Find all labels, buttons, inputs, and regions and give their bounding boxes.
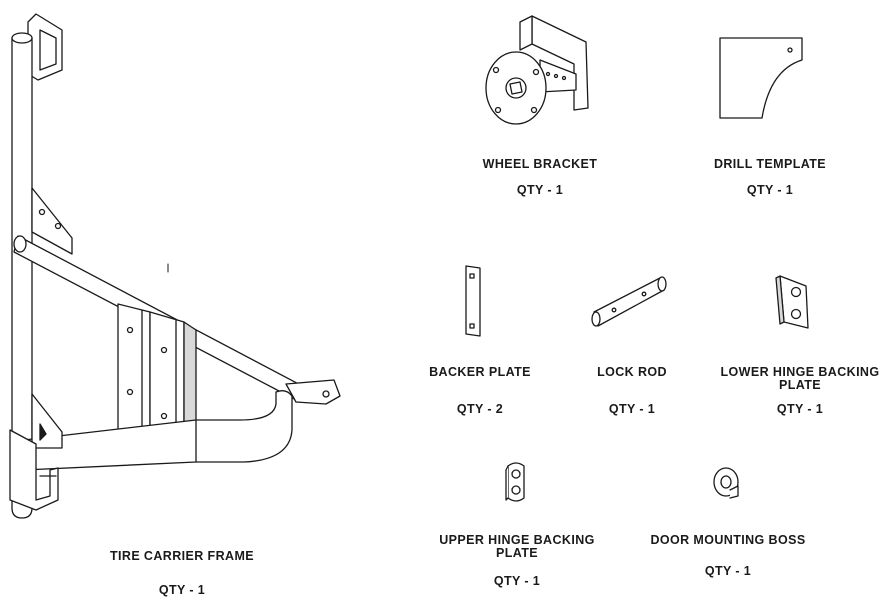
wheel-bracket-qty: QTY - 1 <box>516 183 564 197</box>
tire-carrier-frame-qty: QTY - 1 <box>158 583 206 597</box>
drill-template-label: DRILL TEMPLATE <box>713 157 827 171</box>
drill-template-drawing <box>719 37 803 119</box>
lower-hinge-backing-plate-label-line2: PLATE <box>778 378 822 392</box>
tire-carrier-frame-drawing <box>9 13 341 519</box>
wheel-bracket-drawing <box>485 15 589 125</box>
lock-rod-qty: QTY - 1 <box>608 402 656 416</box>
backer-plate-qty: QTY - 2 <box>456 402 504 416</box>
upper-hinge-backing-plate-qty: QTY - 1 <box>493 574 541 588</box>
lock-rod-label: LOCK ROD <box>597 365 667 379</box>
lower-hinge-backing-plate-label: LOWER HINGE BACKING <box>720 365 880 379</box>
backer-plate-drawing <box>465 265 481 337</box>
upper-hinge-backing-plate-drawing <box>505 462 525 502</box>
upper-hinge-backing-plate-label: UPPER HINGE BACKING <box>439 533 595 547</box>
lower-hinge-backing-plate-qty: QTY - 1 <box>776 402 824 416</box>
tire-carrier-frame-label: TIRE CARRIER FRAME <box>109 549 254 563</box>
drill-template-qty: QTY - 1 <box>746 183 794 197</box>
wheel-bracket-label: WHEEL BRACKET <box>482 157 598 171</box>
upper-hinge-backing-plate-label-line2: PLATE <box>495 546 539 560</box>
door-mounting-boss-drawing <box>713 467 739 499</box>
lower-hinge-backing-plate-drawing <box>775 275 809 329</box>
lock-rod-drawing <box>591 276 667 327</box>
backer-plate-label: BACKER PLATE <box>429 365 531 379</box>
door-mounting-boss-qty: QTY - 1 <box>704 564 752 578</box>
door-mounting-boss-label: DOOR MOUNTING BOSS <box>650 533 806 547</box>
